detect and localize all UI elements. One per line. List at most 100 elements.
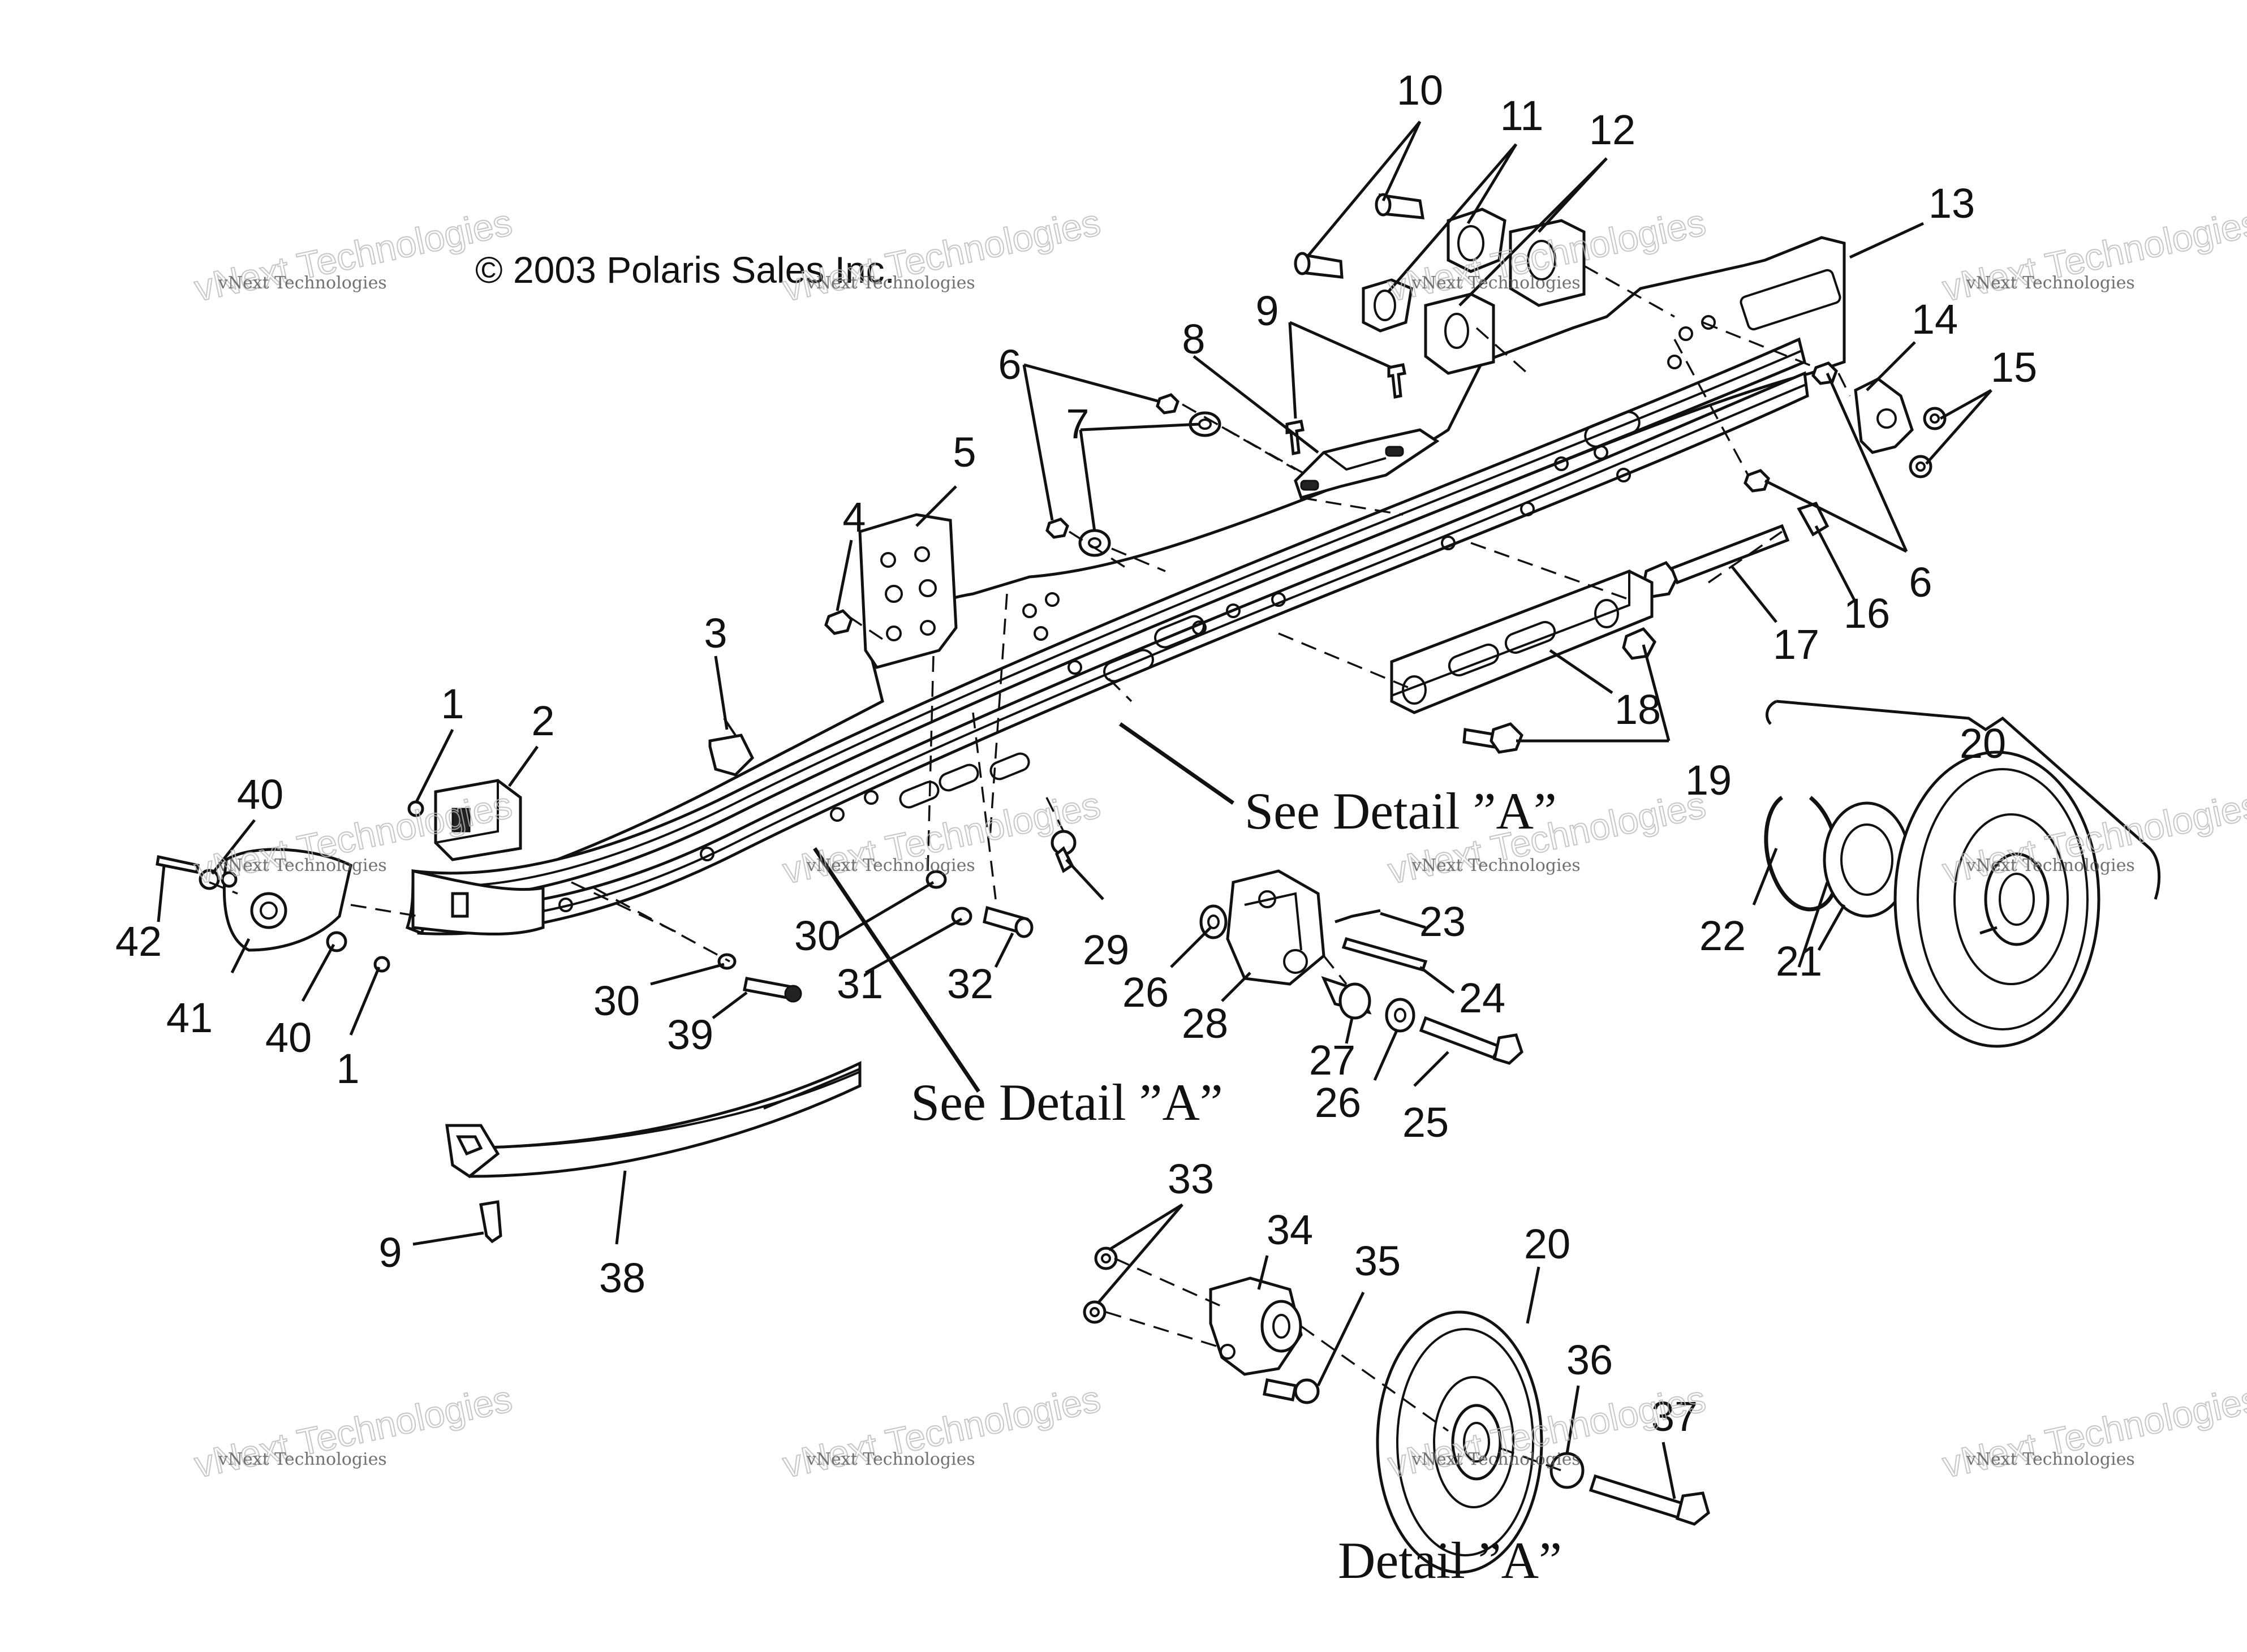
part-2-block bbox=[434, 779, 522, 861]
part-18-spacer bbox=[1390, 570, 1654, 714]
callout-40-top: 40 bbox=[237, 771, 283, 818]
callout-33: 33 bbox=[1168, 1155, 1214, 1202]
nut-6-a bbox=[1156, 393, 1180, 415]
callout-17: 17 bbox=[1773, 621, 1819, 668]
part-23-pin bbox=[1335, 909, 1381, 924]
part-37-bolt bbox=[1589, 1474, 1710, 1526]
svg-text:vNext Technologies: vNext Technologies bbox=[1939, 1377, 2247, 1485]
callout-16: 16 bbox=[1844, 590, 1890, 637]
svg-text:vNext Technologies: vNext Technologies bbox=[218, 273, 387, 293]
svg-text:vNext Technologies: vNext Technologies bbox=[1411, 1450, 1581, 1469]
callout-42: 42 bbox=[115, 918, 162, 965]
rail-front-section bbox=[411, 869, 545, 936]
washers-30-31 bbox=[717, 870, 972, 970]
callout-7: 7 bbox=[1066, 400, 1089, 447]
callout-20-top: 20 bbox=[1960, 720, 2006, 767]
rivet-9-bottom bbox=[479, 1200, 502, 1244]
slide-rail bbox=[405, 236, 1846, 935]
callout-18: 18 bbox=[1615, 686, 1661, 733]
callout-25: 25 bbox=[1402, 1099, 1449, 1146]
callout-40-bottom: 40 bbox=[265, 1014, 312, 1061]
callout-2: 2 bbox=[531, 697, 554, 744]
callout-6-left: 6 bbox=[998, 341, 1021, 388]
part-3-clip bbox=[708, 717, 755, 777]
callout-28: 28 bbox=[1182, 1000, 1228, 1047]
part-17-bolt bbox=[1642, 524, 1790, 598]
part-25-bolt bbox=[1419, 1016, 1523, 1065]
rail-tip-clip bbox=[451, 892, 469, 918]
assembly-lines bbox=[209, 265, 1851, 1472]
part-35-bolt bbox=[1263, 1378, 1320, 1404]
bracket-20 bbox=[1776, 700, 2161, 900]
callout-26-bottom: 26 bbox=[1315, 1079, 1361, 1126]
callout-30-left: 30 bbox=[593, 977, 640, 1024]
callout-3: 3 bbox=[704, 610, 727, 657]
callout-22: 22 bbox=[1699, 912, 1746, 959]
svg-text:vNext Technologies: vNext Technologies bbox=[779, 1377, 1104, 1485]
see-detail-caption-upper: See Detail ”A” bbox=[1245, 782, 1557, 840]
nut-6-c bbox=[1811, 361, 1838, 385]
part-14-bracket bbox=[1854, 377, 1914, 454]
callout-14: 14 bbox=[1912, 296, 1958, 343]
see-detail-caption-lower: See Detail ”A” bbox=[911, 1073, 1223, 1131]
part-4-nut bbox=[824, 609, 853, 635]
detail-a-caption: Detail ”A” bbox=[1338, 1532, 1562, 1589]
svg-text:vNext Technologies: vNext Technologies bbox=[806, 856, 975, 875]
part-39-bolt bbox=[743, 977, 802, 1003]
pins-10 bbox=[1294, 193, 1425, 279]
part-5-plate bbox=[858, 513, 958, 669]
callout-37: 37 bbox=[1651, 1393, 1698, 1440]
callout-1-bottom: 1 bbox=[336, 1045, 359, 1092]
svg-text:vNext Technologies: vNext Technologies bbox=[191, 201, 515, 309]
callout-31: 31 bbox=[837, 960, 883, 1007]
callout-30-right: 30 bbox=[794, 912, 841, 959]
callout-24: 24 bbox=[1459, 974, 1505, 1021]
svg-text:vNext Technologies: vNext Technologies bbox=[806, 273, 975, 293]
callout-26-top: 26 bbox=[1122, 969, 1169, 1016]
svg-text:vNext Technologies: vNext Technologies bbox=[1411, 856, 1581, 875]
svg-text:vNext Technologies: vNext Technologies bbox=[218, 1450, 387, 1469]
callout-15: 15 bbox=[1991, 344, 2037, 391]
part-16-nut bbox=[1797, 501, 1830, 537]
blocks-12 bbox=[1424, 219, 1586, 375]
callout-5: 5 bbox=[953, 429, 976, 476]
callout-8: 8 bbox=[1182, 316, 1205, 363]
part-20-wheel bbox=[1893, 750, 2100, 1048]
callout-41: 41 bbox=[166, 994, 213, 1041]
callout-13: 13 bbox=[1929, 180, 1975, 227]
part-41-end-cap bbox=[222, 848, 352, 952]
callout-39: 39 bbox=[667, 1011, 713, 1058]
part-24-pin bbox=[1341, 937, 1428, 972]
callout-19: 19 bbox=[1685, 757, 1732, 804]
callout-9-bottom: 9 bbox=[378, 1229, 402, 1276]
callout-21: 21 bbox=[1776, 938, 1822, 985]
callout-35: 35 bbox=[1354, 1237, 1401, 1284]
callout-9-top: 9 bbox=[1255, 287, 1279, 334]
part-34-arm bbox=[1209, 1276, 1303, 1376]
callout-10: 10 bbox=[1397, 67, 1443, 114]
svg-text:vNext Technologies: vNext Technologies bbox=[1966, 273, 2135, 293]
svg-text:vNext Technologies: vNext Technologies bbox=[1966, 856, 2135, 875]
callout-20-detail: 20 bbox=[1524, 1220, 1570, 1267]
part-20-wheel-detail bbox=[1376, 1310, 1543, 1574]
nuts-15 bbox=[1909, 407, 1947, 478]
svg-text:vNext Technologies: vNext Technologies bbox=[1939, 201, 2247, 309]
nut-6-b bbox=[1045, 517, 1069, 539]
washer-7-b bbox=[1078, 529, 1111, 557]
leader-lines bbox=[157, 120, 1998, 1499]
rivets-9 bbox=[1285, 363, 1406, 455]
callout-23: 23 bbox=[1419, 898, 1466, 945]
callout-29: 29 bbox=[1083, 926, 1129, 973]
callout-27: 27 bbox=[1309, 1037, 1355, 1084]
washer-26-b bbox=[1385, 998, 1415, 1033]
svg-text:vNext Technologies: vNext Technologies bbox=[191, 1377, 515, 1485]
part-38-wear-strip bbox=[445, 1061, 862, 1179]
svg-text:vNext Technologies: vNext Technologies bbox=[1966, 1450, 2135, 1469]
copyright-notice: © 2003 Polaris Sales Inc. bbox=[475, 249, 895, 291]
part-8-bracket bbox=[1294, 428, 1440, 500]
callout-34: 34 bbox=[1267, 1206, 1313, 1253]
callout-6-right: 6 bbox=[1909, 559, 1932, 606]
callout-38: 38 bbox=[599, 1254, 645, 1301]
